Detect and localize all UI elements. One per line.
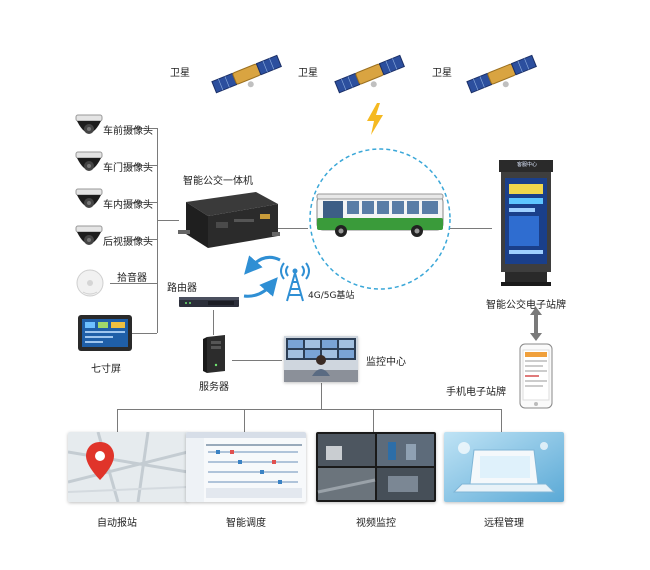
router-server-line: [213, 310, 214, 335]
function-auto-announce: [68, 432, 188, 502]
dispatch-software-icon: [186, 432, 306, 502]
terminal-device-icon: [178, 192, 280, 248]
bus-network-circle: [309, 148, 451, 290]
function-video-monitor: [316, 432, 436, 502]
camera-front: 车前摄像头: [73, 113, 163, 143]
smartphone-icon: [519, 343, 553, 409]
satellite-label: 卫星: [298, 68, 318, 79]
satellite-1: 卫星: [165, 48, 285, 108]
satellite-3: 卫星: [427, 48, 547, 108]
dome-camera-icon: [75, 188, 103, 208]
satellite-label: 卫星: [170, 68, 190, 79]
monitor-center-label: 监控中心: [366, 357, 406, 368]
camera-label: 车内摄像头: [103, 200, 153, 211]
electronic-stop-sign: 客服中心: [497, 158, 555, 288]
pickup-label: 拾音器: [117, 273, 147, 284]
function-label: 远程管理: [484, 518, 524, 529]
center-functions-line: [321, 383, 322, 409]
camera-rear: 后视摄像头: [73, 224, 163, 254]
camera-interior: 车内摄像头: [73, 187, 163, 217]
lightning-icon: [367, 103, 383, 135]
dome-camera-icon: [75, 151, 103, 171]
screen-label: 七寸屏: [91, 364, 121, 375]
dome-camera-icon: [75, 114, 103, 134]
camera-label: 后视摄像头: [103, 237, 153, 248]
terminal-bus-line: [278, 228, 308, 229]
map-pin-icon: [68, 432, 188, 502]
camera-door: 车门摄像头: [73, 150, 163, 180]
server-center-line: [232, 360, 282, 361]
satellite-icon: [334, 54, 405, 94]
pickup: 拾音器: [73, 265, 163, 301]
seven-inch-screen: 七寸屏: [77, 314, 137, 375]
signal-arrows-icon: [243, 255, 281, 298]
mobile-sign-label: 手机电子站牌: [446, 387, 506, 398]
camera-label: 车前摄像头: [103, 126, 153, 137]
stop-sign-label: 智能公交电子站牌: [486, 300, 566, 311]
server-label: 服务器: [199, 382, 229, 393]
display-screen-icon: [78, 315, 132, 351]
base-station-label: 4G/5G基站: [308, 291, 355, 301]
camera-label: 车门摄像头: [103, 163, 153, 174]
microphone-icon: [76, 269, 104, 297]
dome-camera-icon: [75, 225, 103, 245]
server-tower-icon: [203, 335, 225, 373]
functions-bus-line: [117, 409, 501, 410]
bus-icon: [316, 193, 444, 237]
satellite-2: 卫星: [293, 48, 413, 108]
router-label: 路由器: [167, 283, 197, 294]
double-arrow-icon: [530, 307, 542, 341]
bus-stop-sign-icon: [499, 160, 553, 286]
bus-sign-line: [450, 228, 492, 229]
function-smart-dispatch: [186, 432, 306, 502]
monitor-center-image: [284, 336, 358, 382]
function-label: 视频监控: [356, 518, 396, 529]
function-remote-management: [444, 432, 564, 502]
stop-sign-header: 客服中心: [517, 162, 538, 168]
satellite-icon: [466, 54, 537, 94]
satellite-icon: [211, 54, 282, 94]
function-label: 自动报站: [97, 518, 137, 529]
router-icon: [179, 297, 239, 307]
cell-tower-icon: [280, 262, 310, 302]
video-wall-icon: [316, 432, 436, 502]
laptop-cloud-icon: [444, 432, 564, 502]
terminal-label: 智能公交一体机: [183, 176, 253, 187]
satellite-label: 卫星: [432, 68, 452, 79]
function-label: 智能调度: [226, 518, 266, 529]
